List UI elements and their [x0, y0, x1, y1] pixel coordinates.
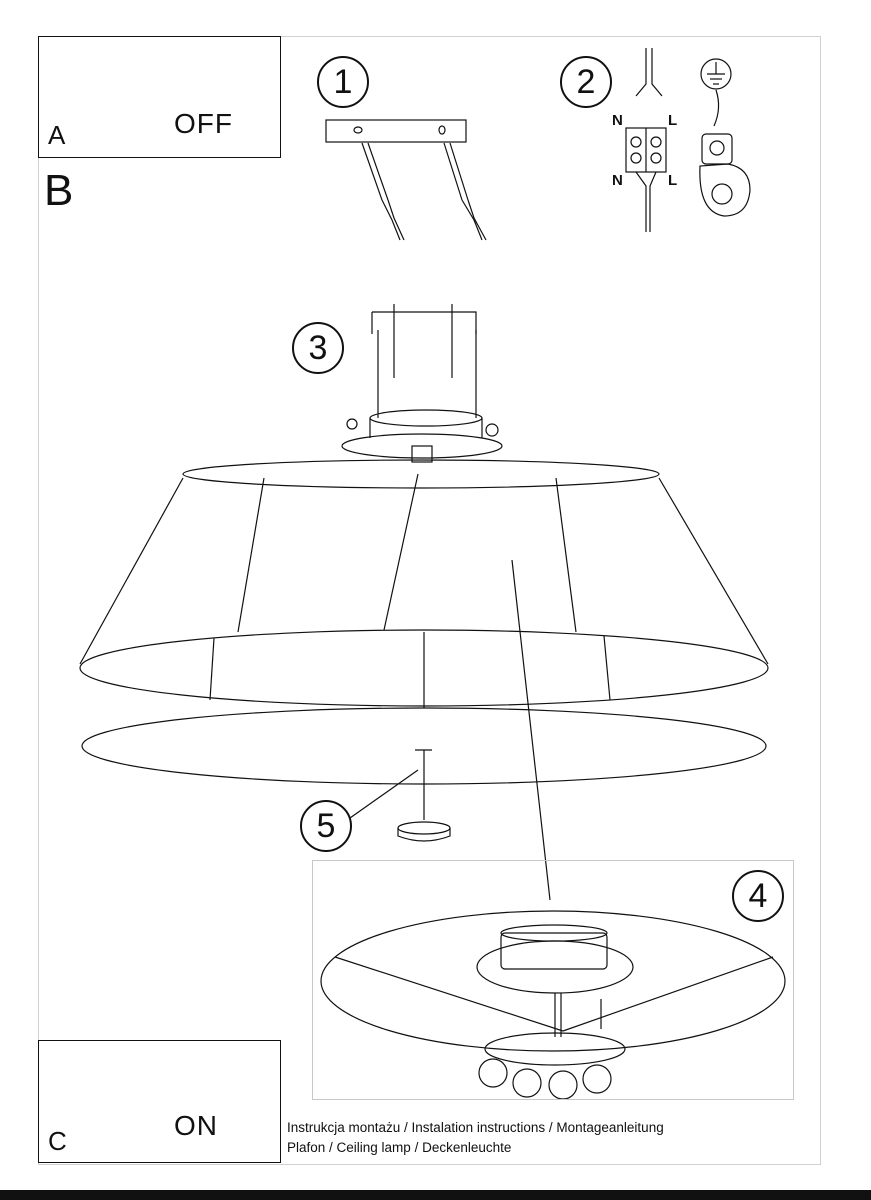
- step-4-marker: 4: [732, 870, 784, 922]
- neutral-label-top: N: [612, 112, 623, 129]
- step-a-letter: A: [48, 120, 66, 150]
- step-1-marker: 1: [317, 56, 369, 108]
- diffuser-drawing: [81, 632, 767, 842]
- power-off-box: [38, 36, 281, 158]
- switch-panel-drawings: [67, 49, 205, 1151]
- live-label-top: L: [668, 112, 678, 129]
- step-3-marker: 3: [292, 322, 344, 374]
- ceiling-bracket-drawing: [341, 304, 503, 463]
- power-on-box: [38, 1040, 281, 1163]
- neutral-label-bottom: N: [612, 172, 623, 189]
- step-2-marker: 2: [560, 56, 612, 108]
- on-label: ON: [174, 1110, 218, 1141]
- shade-underside-drawing: [320, 910, 786, 1100]
- step-b-letter: B: [44, 166, 74, 215]
- instructions-caption: Instrukcja montażu / Instalation instruc…: [287, 1120, 664, 1135]
- product-caption: Plafon / Ceiling lamp / Deckenleuchte: [287, 1140, 512, 1155]
- instruction-sheet: [38, 36, 821, 1165]
- bottom-rule: [0, 1190, 871, 1200]
- detail-inset: [312, 860, 794, 1100]
- mounting-plate-drawing: [325, 119, 487, 241]
- step-c-letter: C: [48, 1126, 67, 1156]
- off-label: OFF: [174, 108, 233, 139]
- step-5-marker: 5: [300, 800, 352, 852]
- live-label-bottom: L: [668, 172, 678, 189]
- connector-block-drawing: [625, 48, 751, 232]
